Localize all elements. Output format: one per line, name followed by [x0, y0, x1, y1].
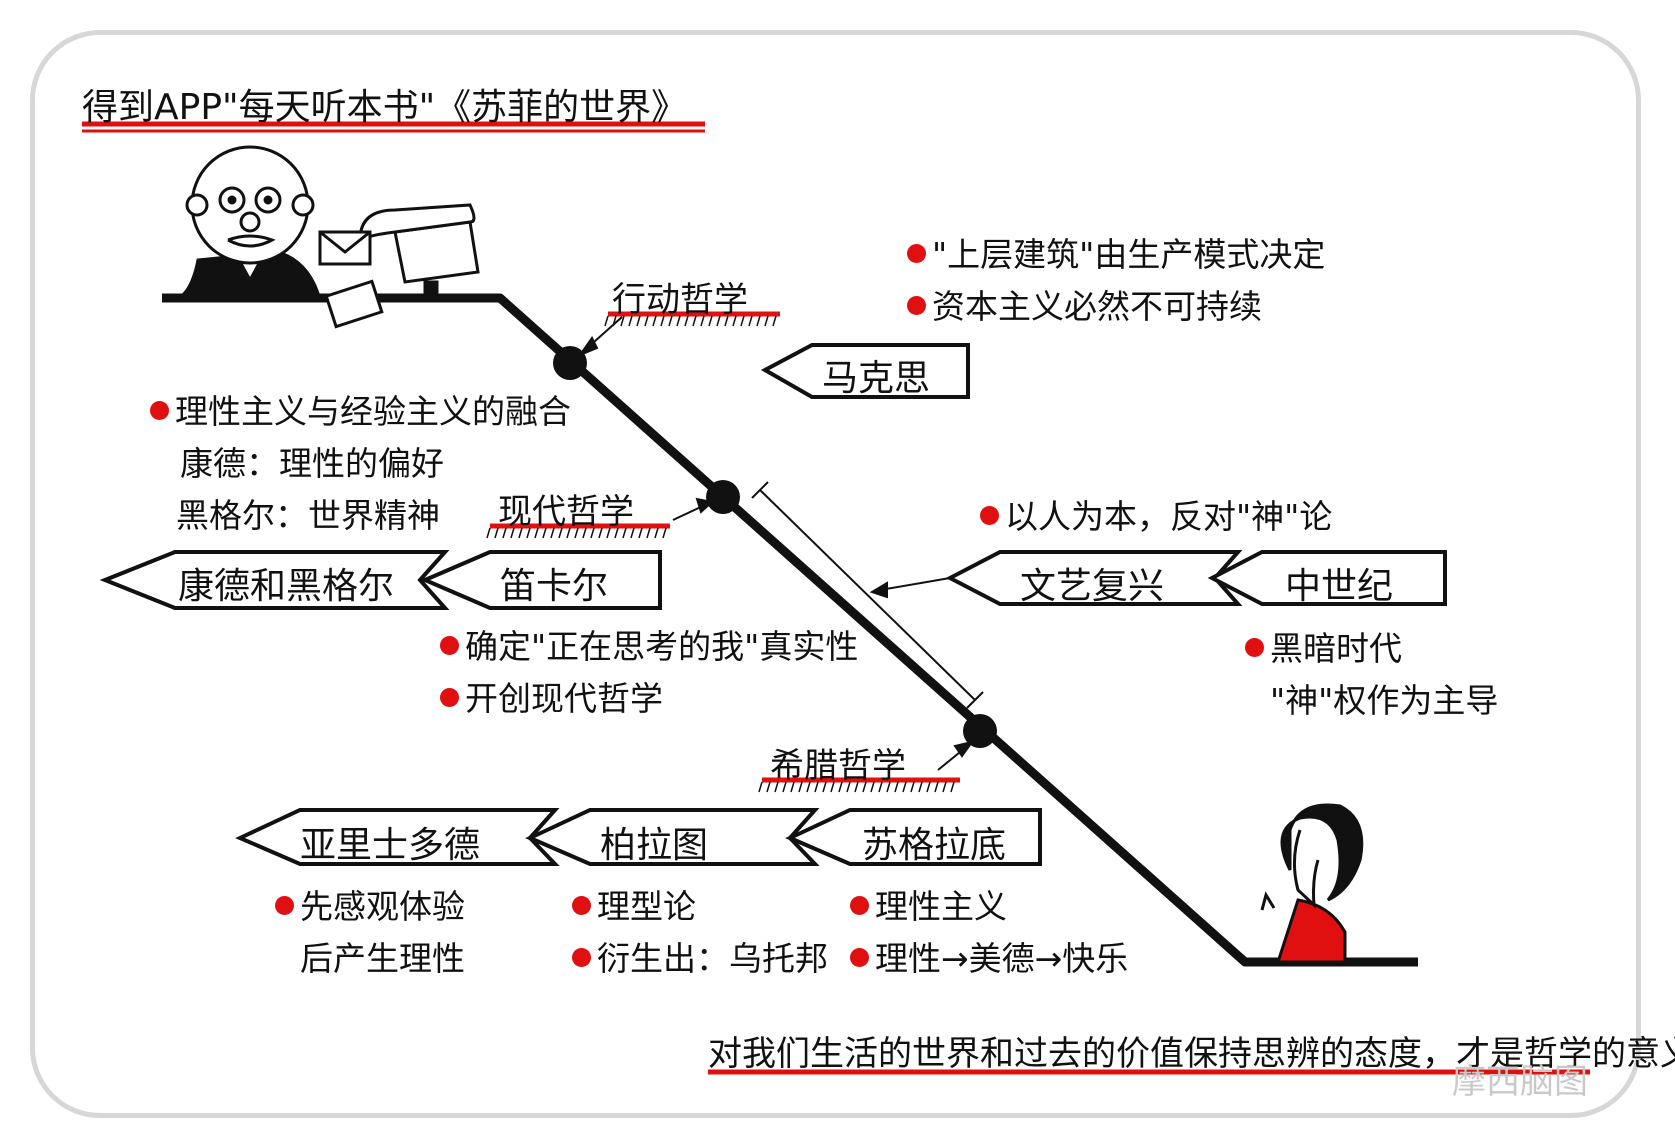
page-title: 得到APP"每天听本书"《苏菲的世界》: [82, 87, 688, 128]
bullet-icon: [275, 896, 294, 915]
box-descartes: [419, 550, 662, 610]
node-greek: [963, 714, 997, 748]
box-marx: [760, 343, 970, 399]
mailbox-illustration: [318, 203, 480, 329]
modern-note-2: 康德：理性的偏好: [180, 444, 444, 483]
girl-illustration: [1260, 803, 1364, 964]
label-descartes: 笛卡尔: [500, 566, 609, 607]
middle-ages-note-2: "神"权作为主导: [1270, 681, 1499, 720]
marx-note-1: "上层建筑"由生产模式决定: [907, 228, 1325, 276]
socrates-note-1: 理性主义: [850, 880, 1007, 928]
node-modern: [706, 480, 740, 514]
bullet-icon: [907, 244, 926, 263]
bullet-icon: [1245, 638, 1264, 657]
renaissance-note: 以人为本，反对"神"论: [980, 490, 1332, 538]
box-middle-ages: [1207, 550, 1447, 606]
modern-note-1: 理性主义与经验主义的融合: [150, 385, 571, 433]
middle-ages-note-1: 黑暗时代: [1245, 622, 1402, 670]
old-man-illustration: [169, 145, 322, 302]
era-modern-philosophy: 现代哲学: [498, 492, 634, 532]
footer-text: 对我们生活的世界和过去的价值保持思辨的态度，才是哲学的意义: [708, 1034, 1675, 1074]
label-aristotle: 亚里士多德: [300, 825, 481, 866]
box-socrates: [785, 808, 1042, 866]
bullet-icon: [907, 296, 926, 315]
descartes-note-2: 开创现代哲学: [440, 672, 663, 720]
label-plato: 柏拉图: [600, 825, 709, 866]
modern-note-3: 黑格尔：世界精神: [176, 496, 440, 535]
span-line: [759, 489, 976, 701]
label-kant-hegel: 康德和黑格尔: [178, 566, 395, 607]
label-middle-ages: 中世纪: [1285, 566, 1394, 607]
bullet-icon: [440, 688, 459, 707]
bullet-icon: [440, 636, 459, 655]
bullet-icon: [572, 948, 591, 967]
aristotle-note-2: 后产生理性: [300, 939, 465, 978]
node-action: [553, 346, 587, 380]
descartes-note-1: 确定"正在思考的我"真实性: [440, 620, 858, 668]
aristotle-note-1: 先感观体验: [275, 880, 465, 928]
era-greek-philosophy: 希腊哲学: [770, 746, 906, 786]
bullet-icon: [850, 896, 869, 915]
bullet-icon: [980, 506, 999, 525]
plato-note-2: 衍生出：乌托邦: [572, 932, 828, 980]
label-socrates: 苏格拉底: [862, 825, 1007, 866]
watermark: 摩西脑图: [1452, 1062, 1588, 1102]
era-action-philosophy: 行动哲学: [612, 280, 748, 320]
bullet-icon: [150, 401, 169, 420]
label-renaissance: 文艺复兴: [1020, 566, 1165, 607]
marx-note-2: 资本主义必然不可持续: [907, 280, 1262, 328]
plato-note-1: 理型论: [572, 880, 696, 928]
bullet-icon: [850, 948, 869, 967]
socrates-note-2: 理性→美德→快乐: [850, 932, 1128, 980]
bullet-icon: [572, 896, 591, 915]
label-marx: 马克思: [822, 358, 931, 399]
